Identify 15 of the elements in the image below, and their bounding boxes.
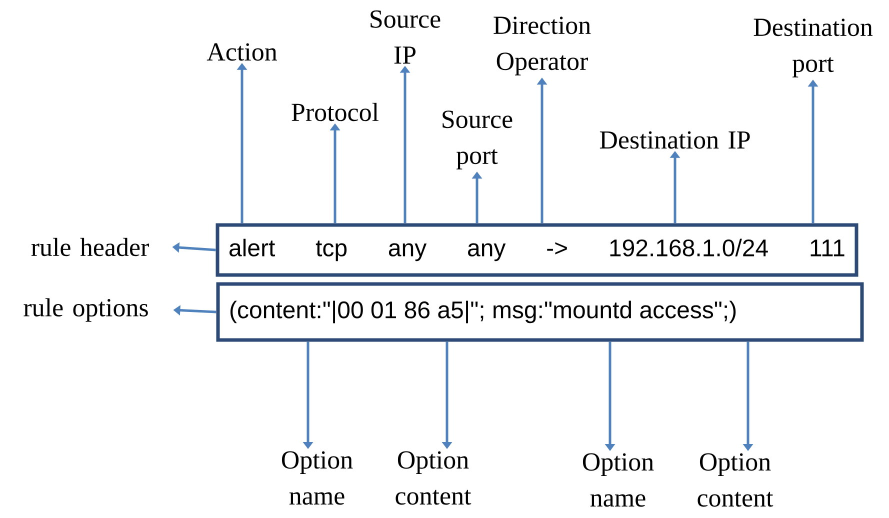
field-label: Option name [282, 451, 353, 505]
field-label: Protocol [292, 102, 379, 122]
field-label: Source IP [370, 10, 440, 64]
rule-text: alert tcp any any -> 192.168.1.0/24 111 [230, 238, 844, 262]
field-label: Source port [442, 110, 512, 170]
field-label: Destination port [754, 18, 873, 78]
field-label: rule options [24, 298, 148, 322]
field-label: Option content [396, 451, 472, 505]
field-label: rule header [31, 238, 149, 256]
field-label: Action [206, 43, 277, 61]
field-label: Option content [698, 453, 774, 507]
rule-text: (content:"|00 01 86 a5|"; msg:"mountd access";) [230, 300, 736, 324]
field-label: Option name [582, 453, 654, 507]
field-label: Direction Operator [494, 16, 591, 76]
field-label: Destination IP [600, 131, 750, 149]
